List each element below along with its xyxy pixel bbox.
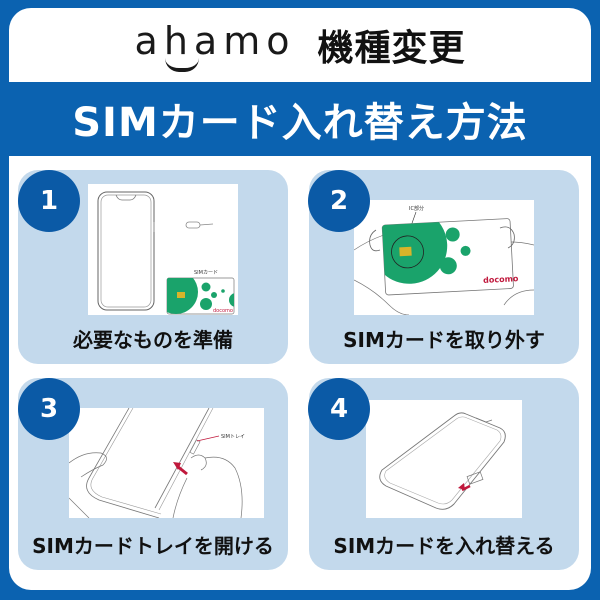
step-caption: SIMカードトレイを開ける (32, 534, 274, 558)
svg-text:docomo: docomo (483, 274, 519, 285)
step-panel-3: 3 SIMトレイ SIMカードトレイを開ける (18, 378, 288, 570)
svg-text:IC部分: IC部分 (409, 205, 424, 212)
step-panel-1: 1 SIMカード (18, 170, 288, 364)
illustration-items-needed: SIMカード docomo (88, 184, 238, 315)
step-panel-4: 4 SIMカードを入れ替える (308, 378, 579, 570)
page-title-banner: SIMカード入れ替え方法 (9, 82, 591, 156)
step-caption: SIMカードを取り外す (343, 328, 545, 352)
header-title: 機種変更 (317, 28, 466, 69)
svg-text:SIMカード: SIMカード (194, 270, 218, 276)
smile-icon (164, 58, 199, 72)
ahamo-logo: ahamo (134, 19, 296, 72)
svg-text:SIMトレイ: SIMトレイ (221, 434, 245, 440)
svg-text:docomo: docomo (213, 308, 233, 314)
phone-pin-simcard-icon: SIMカード docomo (97, 191, 235, 315)
step-number-badge: 2 (308, 170, 370, 232)
step-caption: 必要なものを準備 (73, 328, 233, 352)
step-number-badge: 3 (18, 378, 80, 440)
logo-text: ahamo (134, 19, 296, 63)
illustration-swap-sim (366, 400, 522, 518)
illustration-remove-sim: IC部分 docomo (354, 200, 534, 315)
step-number-badge: 4 (308, 378, 370, 440)
illustration-open-tray: SIMトレイ (69, 408, 264, 518)
phone-tray-insert-icon (379, 412, 506, 510)
step-panel-2: 2 IC部分 docomo (308, 170, 579, 364)
phone-tray-pin-icon: SIMトレイ (69, 408, 245, 518)
step-number-badge: 1 (18, 170, 80, 232)
hands-holding-simcard-icon: IC部分 docomo (354, 205, 534, 315)
header: ahamo 機種変更 (9, 8, 591, 82)
infographic-card: ahamo 機種変更 SIMカード入れ替え方法 1 SIMカード (9, 8, 591, 590)
step-caption: SIMカードを入れ替える (333, 534, 555, 558)
